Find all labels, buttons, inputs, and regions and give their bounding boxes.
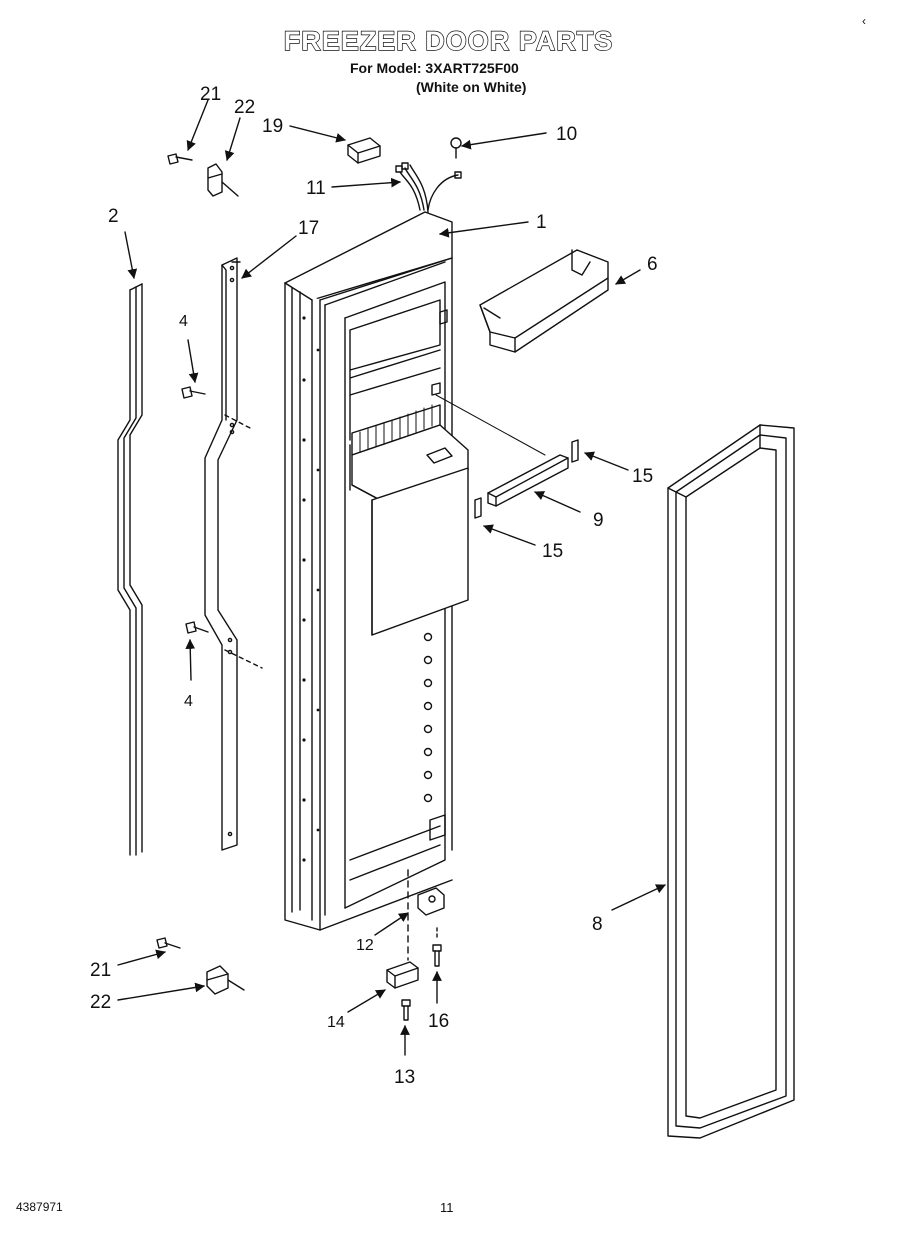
hinge-screw-upper-part — [167, 153, 193, 165]
color-variant: (White on White) — [416, 79, 527, 95]
callout-16: 16 — [428, 1011, 449, 1032]
wire-harness-part — [395, 162, 462, 213]
corner-mark: ‹ — [862, 14, 866, 28]
end-cap-part-right — [571, 439, 579, 463]
callout-2: 2 — [108, 206, 119, 227]
hinge-screw-lower-part — [156, 937, 181, 949]
screw-part-lower — [185, 621, 263, 669]
bottom-bracket-part — [386, 961, 419, 989]
callout-21-lower: 21 — [90, 960, 111, 981]
callout-4-lower: 4 — [184, 693, 193, 710]
screw-part-upper — [181, 386, 251, 429]
callout-13: 13 — [394, 1067, 415, 1088]
callout-14: 14 — [327, 1014, 345, 1031]
callout-11: 11 — [306, 178, 326, 199]
callout-22-upper: 22 — [234, 97, 255, 118]
callout-21-upper: 21 — [200, 84, 221, 105]
hinge-bracket-lower-part — [206, 965, 245, 995]
door-liner-part — [284, 211, 469, 931]
callout-9: 9 — [593, 510, 604, 531]
switch-part — [450, 137, 462, 159]
callout-4-upper: 4 — [179, 313, 188, 330]
screw-part-16 — [432, 927, 442, 967]
document-code: 4387971 — [16, 1200, 63, 1214]
hinge-bracket-upper-part — [207, 163, 239, 197]
callout-8: 8 — [592, 914, 603, 935]
model-number: For Model: 3XART725F00 — [350, 60, 519, 76]
dispenser-rail-part — [435, 394, 569, 507]
door-shelf-part — [479, 249, 609, 353]
callout-12: 12 — [356, 937, 374, 954]
screw-part-13 — [401, 999, 411, 1021]
callout-15-upper: 15 — [632, 466, 653, 487]
callout-6: 6 — [647, 254, 658, 275]
hinge-bracket-bottom-part — [407, 869, 445, 961]
page-number: 11 — [440, 1200, 454, 1215]
callout-15-lower: 15 — [542, 541, 563, 562]
diagram-title: FREEZER DOOR PARTS — [283, 25, 614, 56]
callout-1: 1 — [536, 212, 547, 233]
callout-leaders — [117, 99, 666, 1056]
door-gasket-frame-part — [667, 424, 795, 1139]
callout-22-lower: 22 — [90, 992, 111, 1013]
connector-part — [347, 137, 381, 164]
callout-labels: 1 2 4 4 6 8 9 10 11 12 13 14 15 15 16 17… — [90, 84, 658, 1088]
door-gasket-strip-part — [117, 283, 143, 856]
end-cap-part-left — [474, 497, 482, 519]
callout-17: 17 — [298, 218, 319, 239]
breaker-strip-part — [204, 257, 241, 851]
callout-19: 19 — [262, 116, 283, 137]
callout-10: 10 — [556, 124, 577, 145]
